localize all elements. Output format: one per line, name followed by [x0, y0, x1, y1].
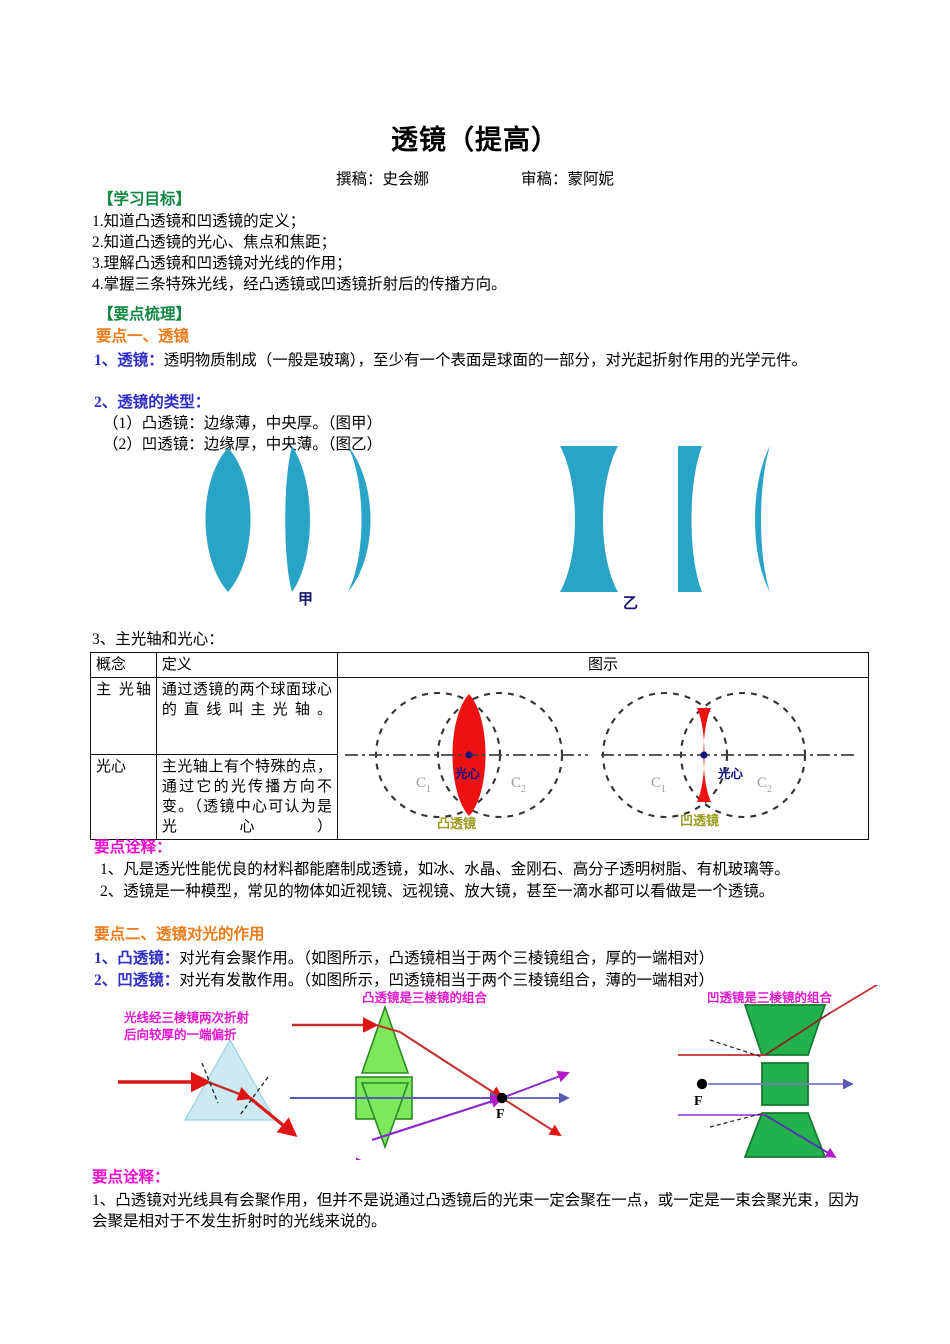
concepts-table: 概念 定义 图示 主 光轴 通过透镜的两个球面球心的直线叫主光轴。 C 1: [90, 652, 869, 840]
prism-diagrams-svg: F F: [118, 982, 881, 1177]
right-c1-label: C: [651, 775, 661, 791]
upper-ray-past-focus: [501, 1097, 562, 1137]
table-cell-definition-1: 通过透镜的两个球面球心的直线叫主光轴。: [155, 677, 339, 755]
concave-prism-caption: 凹透镜是三棱镜的组合: [707, 991, 833, 1005]
point2-item-1-label: 1、凸透镜：: [94, 950, 180, 967]
single-prism-figure: [118, 1038, 298, 1138]
lower-ray-past-focus: [501, 1070, 570, 1099]
focus-point: [496, 1092, 508, 1104]
table-header-figure: 图示: [337, 652, 869, 678]
point2-item-2-text: 对光有发散作用。（如图所示，凹透镜相当于两个三棱镜组合，薄的一端相对）: [179, 972, 715, 989]
table-cell-definition-2: 主光轴上有个特殊的点，通过它的光传播方向不变。（透镜中心可认为是光心）: [155, 754, 339, 840]
explain1-item-1: 1、凡是透光性能优良的材料都能磨制成透镜，如冰、水晶、金刚石、高分子透明树脂、有…: [100, 861, 790, 878]
focus-label-concave: F: [694, 1094, 703, 1109]
explain1-item-2: 2、透镜是一种模型，常见的物体如近视镜、远视镜、放大镜，甚至一滴水都可以看做是一…: [100, 883, 775, 900]
objective-item-4: 4.掌握三条特殊光线，经凸透镜或凹透镜折射后的传播方向。: [92, 276, 507, 293]
explain1-heading: 要点诠释：: [94, 839, 172, 856]
prism-figures-group: 光线经三棱镜两次折射 后向较厚的一端偏折 凸透镜是三棱镜的组合 凹透镜是三棱镜的…: [90, 982, 881, 1177]
right-optical-center-label: 光心: [717, 766, 744, 781]
emergent-ray: [248, 1096, 298, 1138]
objectives-heading: 【学习目标】: [98, 191, 192, 208]
concave-prism-figure: F: [678, 982, 881, 1158]
left-optical-center-dot: [465, 751, 473, 759]
upper-inner-ray: [375, 1024, 401, 1033]
table-cell-concept-1: 主 光轴: [90, 677, 157, 755]
biconcave-lens-shape: [560, 446, 618, 592]
table-cell-figure: C 1 C 2 光心 凸透镜 C 1 C: [337, 677, 869, 840]
byline: 撰稿：史会娜 审稿：蒙阿妮: [0, 167, 950, 189]
focus-point-concave: [696, 1078, 708, 1090]
reviewer-label: 审稿：蒙阿妮: [521, 171, 615, 188]
table-cell-concept-2: 光心: [90, 754, 157, 840]
objective-item-3: 3.理解凸透镜和凹透镜对光线的作用；: [92, 255, 352, 272]
table-header-definition: 定义: [155, 652, 339, 678]
point2-item-1-text: 对光有会聚作用。（如图所示，凸透镜相当于两个三棱镜组合，厚的一端相对）: [179, 950, 715, 967]
objective-item-2: 2.知道凸透镜的光心、焦点和焦距；: [92, 234, 337, 251]
point2-item-2: 2、凹透镜：对光有发散作用。（如图所示，凹透镜相当于两个三棱镜组合，薄的一端相对…: [94, 971, 714, 992]
refracted-ray-inside: [207, 1080, 253, 1101]
outline-item-1-text: 透明物质制成（一般是玻璃），至少有一个表面是球面的一部分，对光起折射作用的光学元…: [163, 352, 808, 369]
prism-caption-line-2: 后向较厚的一端偏折: [124, 1028, 237, 1042]
convex-prism-figure: F: [290, 1004, 570, 1177]
outline-item-2-line-1: （1）凸透镜：边缘薄，中央厚。（图甲）: [103, 415, 383, 432]
plano-convex-lens-shape: [285, 446, 310, 592]
normal-line-2: [239, 1076, 269, 1116]
plano-concave-lens-shape: [678, 446, 702, 592]
outline-heading: 【要点梳理】: [98, 306, 192, 323]
upper-trapezoid-prism: [743, 1004, 827, 1056]
concave-lens-caption: 凹透镜: [680, 813, 719, 828]
biconvex-lens-shape: [205, 448, 251, 592]
right-c1-sub: 1: [661, 784, 666, 795]
prism-caption-line-1: 光线经三棱镜两次折射: [124, 1011, 250, 1025]
point2-item-1: 1、凸透镜：对光有会聚作用。（如图所示，凸透镜相当于两个三棱镜组合，厚的一端相对…: [94, 949, 714, 970]
page-title: 透镜（提高）: [391, 125, 559, 155]
left-c1-sub: 1: [426, 784, 431, 795]
table-header-row: 概念 定义 图示: [90, 652, 869, 678]
table-row: 光心 主光轴上有个特殊的点，通过它的光传播方向不变。（透镜中心可认为是光心）: [90, 754, 869, 840]
explain2-text: 1、凸透镜对光线具有会聚作用，但并不是说通过凸透镜后的光束一定会聚在一点，或一定…: [92, 1192, 860, 1230]
lens-group-label-jia: 甲: [298, 591, 314, 608]
meniscus-convex-lens-shape: [348, 446, 371, 592]
upper-refracted-ray: [399, 1031, 504, 1100]
objective-item-1: 1.知道凸透镜和凹透镜的定义；: [92, 213, 306, 230]
lens-types-figure: 甲 乙: [90, 440, 880, 620]
upper-divergent-ray: [829, 982, 881, 1014]
focus-label-convex: F: [496, 1107, 505, 1122]
lens-shapes-svg: [205, 446, 770, 592]
convex-prism-caption: 凸透镜是三棱镜的组合: [362, 991, 488, 1005]
left-optical-center-label: 光心: [454, 766, 481, 781]
right-c2-label: C: [757, 775, 767, 791]
lower-virtual-ray: [709, 1112, 765, 1128]
right-c2-sub: 2: [767, 784, 772, 795]
upper-inner-ray-concave: [764, 1012, 831, 1056]
outline-item-2-label: 2、透镜的类型：: [94, 394, 211, 411]
author-label: 撰稿：史会娜: [335, 171, 429, 188]
table-header-concept: 概念: [90, 652, 157, 678]
point2-item-2-label: 2、凹透镜：: [94, 972, 180, 989]
upper-virtual-ray: [709, 1039, 763, 1058]
lower-refracted-ray: [371, 1095, 505, 1142]
lens-group-label-yi: 乙: [623, 595, 639, 612]
outline-item-1: 1、透镜：透明物质制成（一般是玻璃），至少有一个表面是球面的一部分，对光起折射作…: [94, 350, 874, 371]
lower-divergent-ray: [764, 1114, 837, 1158]
left-c2-sub: 2: [521, 784, 526, 795]
convex-lens-caption: 凸透镜: [437, 816, 476, 831]
explain2-heading: 要点诠释：: [92, 1169, 170, 1186]
point2-heading: 要点二、透镜对光的作用: [94, 926, 265, 943]
right-optical-center-dot: [700, 751, 708, 759]
lower-trapezoid-prism: [743, 1112, 827, 1158]
optical-center-diagram: C 1 C 2 光心 凸透镜 C 1 C: [345, 691, 855, 831]
upper-prism: [360, 1004, 410, 1074]
point1-heading: 要点一、透镜: [96, 328, 190, 345]
outline-item-3-label: 3、主光轴和光心：: [92, 631, 224, 648]
left-c1-label: C: [416, 775, 426, 791]
outline-item-1-label: 1、透镜：: [94, 352, 164, 369]
left-c2-label: C: [511, 775, 521, 791]
convexo-concave-lens-shape: [755, 446, 770, 592]
outline-item-2-line-2: （2）凹透镜：边缘厚，中央薄。（图乙）: [103, 436, 383, 453]
normal-line-1: [201, 1062, 219, 1104]
table-row: 主 光轴 通过透镜的两个球面球心的直线叫主光轴。 C 1 C 2: [90, 677, 869, 840]
